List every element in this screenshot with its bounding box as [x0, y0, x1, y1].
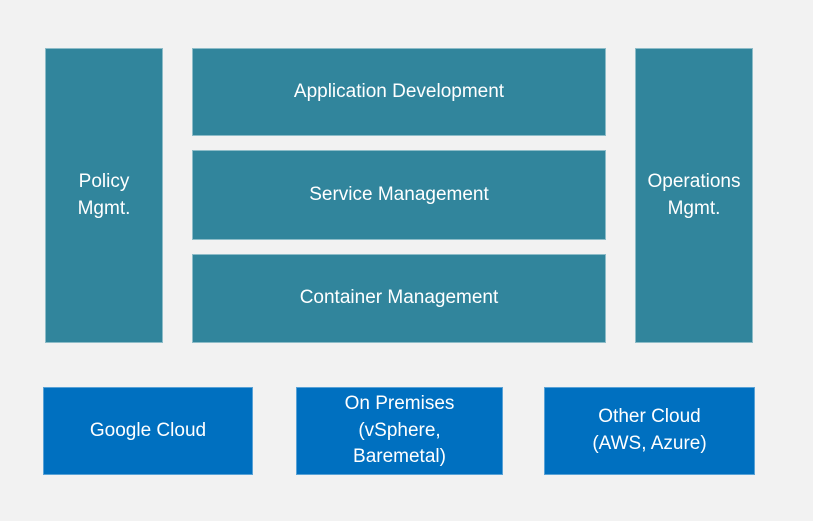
service-management-box: Service Management [192, 150, 606, 240]
policy-mgmt-box: Policy Mgmt. [45, 48, 163, 343]
on-premises-box: On Premises (vSphere, Baremetal) [296, 387, 503, 475]
google-cloud-label: Google Cloud [89, 419, 207, 441]
policy-mgmt-label: Policy Mgmt. [77, 170, 131, 219]
service-management-label: Service Management [309, 183, 489, 205]
other-cloud-label: Other Cloud (AWS, Azure) [592, 406, 707, 454]
google-cloud-box: Google Cloud [43, 387, 253, 475]
operations-mgmt-label: Operations Mgmt. [647, 170, 741, 219]
application-development-box: Application Development [192, 48, 606, 136]
on-premises-label: On Premises (vSphere, Baremetal) [344, 392, 455, 468]
other-cloud-box: Other Cloud (AWS, Azure) [544, 387, 755, 475]
container-management-label: Container Management [299, 287, 499, 309]
application-development-label: Application Development [293, 80, 505, 102]
operations-mgmt-box: Operations Mgmt. [635, 48, 753, 343]
container-management-box: Container Management [192, 254, 606, 343]
